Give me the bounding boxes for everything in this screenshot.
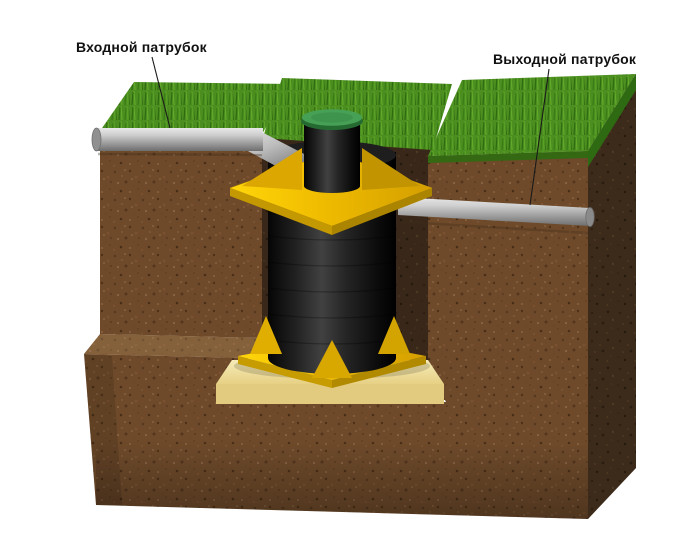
soil-mass-front xyxy=(84,151,588,519)
ledge-top-face xyxy=(84,334,262,358)
inlet-pipe-label: Входной патрубок xyxy=(76,39,208,55)
outlet-pipe xyxy=(398,197,595,235)
grass-left-top xyxy=(100,82,292,134)
grass-right-side-edge xyxy=(588,74,636,167)
outlet-pipe-label: Выходной патрубок xyxy=(493,51,637,67)
outlet-pipe-run xyxy=(398,197,590,226)
tank-lid xyxy=(301,109,363,130)
outlet-pipe-end xyxy=(585,207,595,227)
outlet-leader-line xyxy=(529,68,550,206)
grass-right-top xyxy=(428,74,636,156)
soil-block-left xyxy=(100,82,292,338)
soil-right-side-face xyxy=(588,74,636,519)
sand-front-face xyxy=(216,384,444,404)
anchor-plate-bottom-gussets xyxy=(250,316,410,378)
soil-block-right xyxy=(428,74,636,519)
anchor-plate-top-gussets xyxy=(242,148,420,190)
soil-left-front-face xyxy=(100,131,262,338)
inlet-pipe-run xyxy=(95,128,263,151)
tank-neck xyxy=(304,120,360,193)
inlet-pipe-end xyxy=(91,127,102,152)
soil-front-face xyxy=(84,151,588,519)
soil-ledge xyxy=(84,334,262,358)
inlet-leader-line xyxy=(151,56,171,129)
